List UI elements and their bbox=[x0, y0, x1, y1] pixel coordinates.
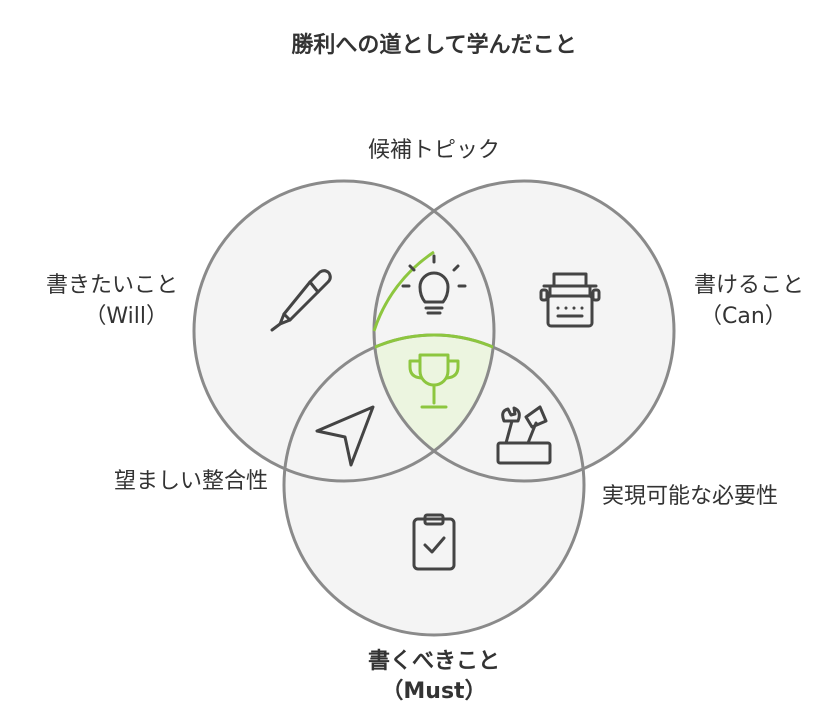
lightbulb-icon bbox=[401, 254, 467, 315]
will-can-label: 候補トピック bbox=[368, 138, 500, 163]
can-sub-label: （Can） bbox=[700, 304, 787, 329]
can-must-label: 実現可能な必要性 bbox=[602, 484, 778, 509]
pen-icon bbox=[270, 269, 332, 332]
will-label: 書きたいこと bbox=[46, 273, 178, 298]
tools-icon bbox=[496, 405, 552, 465]
can-label: 書けること bbox=[694, 273, 804, 298]
center-arc-can bbox=[372, 250, 435, 332]
must-sub-label: （Must） bbox=[381, 679, 486, 704]
center-intersection-outline bbox=[374, 333, 494, 481]
diagram-title: 勝利への道として学んだこと bbox=[291, 32, 576, 58]
will-circle-outline bbox=[192, 179, 496, 483]
trophy-icon bbox=[408, 353, 460, 409]
will-sub-label: （Will） bbox=[84, 304, 168, 329]
navigation-arrow-icon bbox=[315, 405, 375, 467]
must-label: 書くべきこと bbox=[368, 648, 500, 674]
will-must-label: 望ましい整合性 bbox=[114, 469, 268, 494]
typewriter-icon bbox=[539, 272, 601, 328]
clipboard-check-icon bbox=[412, 513, 456, 571]
